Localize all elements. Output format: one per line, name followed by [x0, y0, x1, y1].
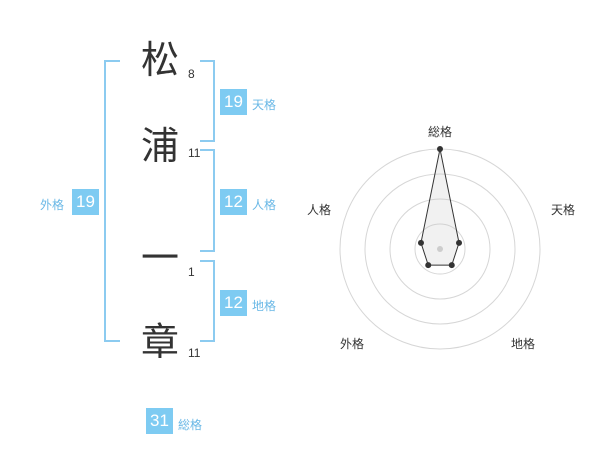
radar-polygon	[420, 148, 460, 266]
gaikaku-label: 外格	[40, 198, 65, 212]
soukaku-value: 31	[146, 408, 173, 434]
name-char-4: 章	[140, 320, 179, 364]
tenkaku-label: 天格	[252, 98, 277, 112]
radar-label-tenkaku: 天格	[551, 203, 576, 217]
radar-point-3	[425, 262, 432, 269]
radar-point-1	[456, 239, 463, 246]
radar-label-chikaku: 地格	[511, 337, 536, 351]
gaikaku-bracket	[104, 60, 120, 342]
name-char-1: 松	[140, 38, 179, 82]
chikaku-value: 12	[220, 290, 247, 316]
stroke-count-4: 11	[188, 346, 201, 360]
stroke-count-2: 11	[188, 146, 201, 160]
radar-center	[437, 246, 443, 252]
radar-label-jinkaku: 人格	[307, 203, 332, 217]
radar-point-0	[437, 146, 443, 152]
radar-ring	[364, 173, 516, 325]
chikaku-label: 地格	[252, 299, 277, 313]
chikaku-bracket	[200, 260, 215, 342]
radar-label-gaikaku: 外格	[340, 337, 365, 351]
soukaku-label: 総格	[178, 418, 203, 432]
jinkaku-value: 12	[220, 189, 247, 215]
name-char-3: 一	[140, 236, 179, 280]
stroke-count-1: 8	[188, 67, 195, 81]
radar-ring	[389, 198, 491, 300]
radar-label-soukaku: 総格	[428, 125, 453, 139]
tenkaku-value: 19	[220, 89, 247, 115]
radar-point-4	[417, 239, 424, 246]
jinkaku-label: 人格	[252, 198, 277, 212]
stroke-count-3: 1	[188, 265, 195, 279]
radar-ring	[414, 223, 466, 275]
jinkaku-bracket	[200, 149, 215, 252]
tenkaku-bracket	[200, 60, 215, 142]
name-char-2: 浦	[140, 124, 179, 168]
gaikaku-value: 19	[72, 189, 99, 215]
radar-point-2	[448, 262, 455, 269]
